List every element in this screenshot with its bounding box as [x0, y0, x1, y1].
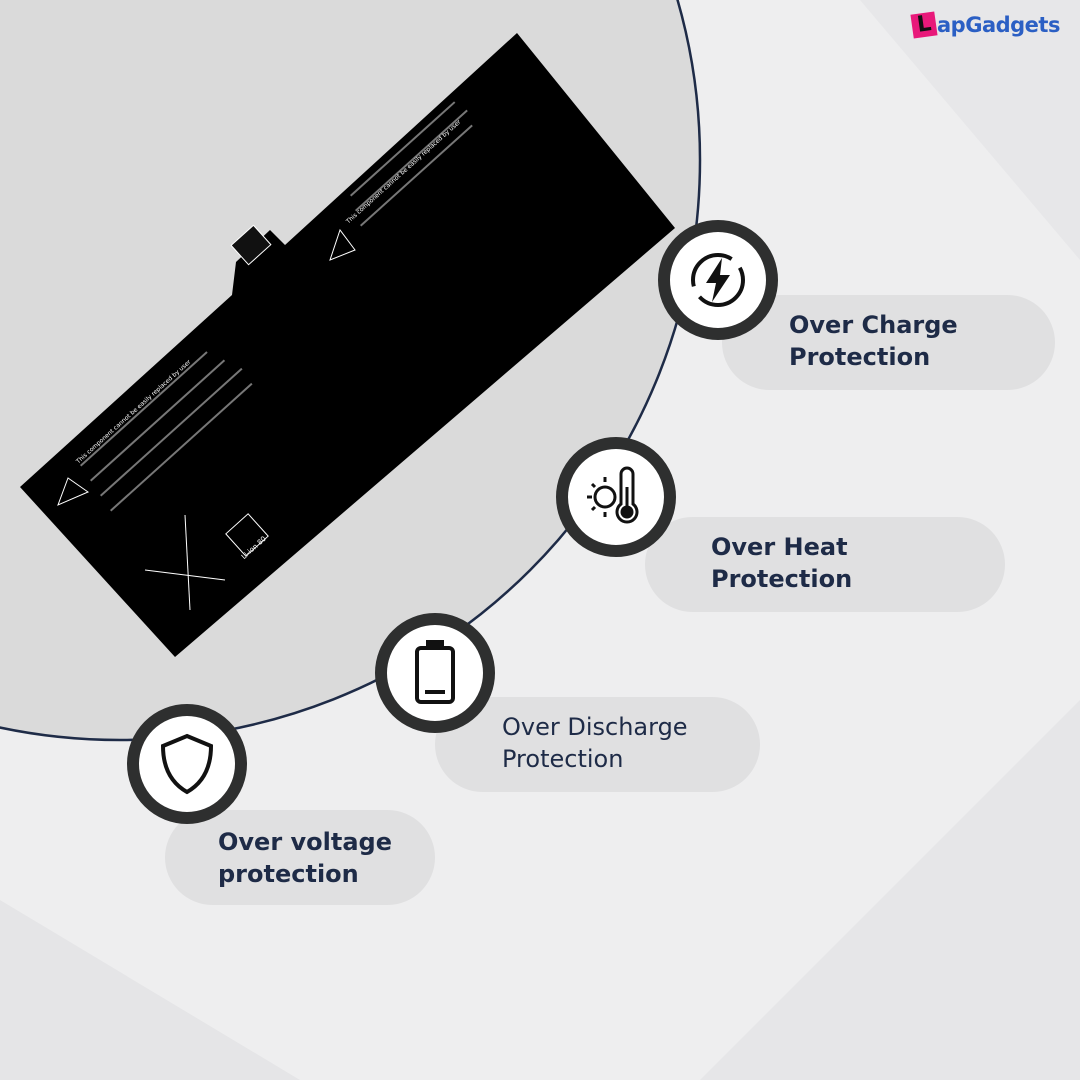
battery-low-icon: [375, 613, 495, 733]
logo-mark: L: [910, 11, 938, 39]
lightning-icon: [658, 220, 778, 340]
feature-label: Over Discharge Protection: [502, 713, 688, 773]
logo-text: apGadgets: [937, 13, 1060, 37]
connector-arc: [0, 0, 702, 742]
battery-image: [20, 33, 675, 657]
feature-label: Over Charge Protection: [789, 311, 958, 371]
feature-label: Over voltage protection: [218, 828, 392, 888]
thermometer-sun-icon: [556, 437, 676, 557]
feature-over-charge: Over Charge Protection: [722, 295, 1055, 390]
feature-over-discharge: Over Discharge Protection: [435, 697, 760, 792]
shield-icon: [127, 704, 247, 824]
feature-over-heat: Over Heat Protection: [645, 517, 1005, 612]
feature-over-voltage: Over voltage protection: [165, 810, 435, 905]
feature-label: Over Heat Protection: [711, 533, 853, 593]
